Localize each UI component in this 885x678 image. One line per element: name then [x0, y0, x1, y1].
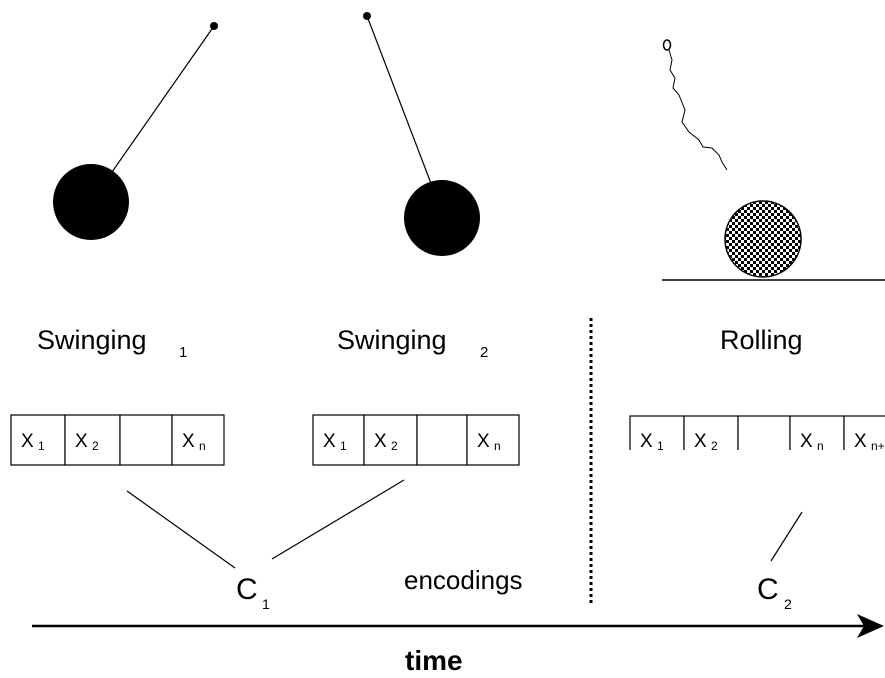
vector-cell-label: X — [182, 431, 195, 452]
rolling-scene — [662, 39, 885, 281]
vector-cell-label: X — [75, 431, 88, 452]
vector-cell — [683, 415, 739, 450]
vector-cell-label: X — [694, 431, 707, 452]
vector-cell — [312, 414, 365, 466]
c1-connector-right — [271, 479, 405, 560]
pendulum-1 — [53, 22, 218, 240]
vector-cell — [737, 415, 791, 450]
vector-cell-subscript: n — [817, 439, 824, 453]
vector-cell-subscript: 2 — [711, 439, 718, 453]
swinging-2-label: Swinging — [337, 325, 447, 355]
pendulum-2-string — [366, 15, 433, 187]
encodings-label: encodings — [404, 565, 523, 595]
swinging-2-subscript: 2 — [480, 344, 488, 361]
vector-cell — [416, 414, 468, 466]
c2-label: C — [757, 573, 779, 606]
vector-cell-subscript: 2 — [92, 439, 99, 453]
vector-cell — [171, 414, 225, 466]
vector-cell-subscript: 2 — [391, 439, 398, 453]
rolling-ball — [724, 200, 802, 278]
pendulum-1-bob — [53, 164, 129, 240]
pendulum-2 — [363, 12, 480, 256]
broken-pivot — [662, 39, 672, 51]
pendulum-1-pivot — [210, 22, 218, 30]
vector-cell-subscript: 1 — [38, 439, 45, 453]
vector-cell-subscript: n — [494, 439, 501, 453]
vector-cell-subscript: n — [199, 439, 206, 453]
c2-subscript: 2 — [784, 596, 792, 612]
vector-cell-label: X — [640, 431, 653, 452]
broken-string — [668, 49, 728, 171]
vector-cell — [789, 415, 845, 450]
rolling-label: Rolling — [720, 325, 803, 355]
vector-cell — [64, 414, 121, 466]
vector-cell — [119, 414, 173, 466]
vector-cell-label: X — [477, 431, 490, 452]
vector-cell — [843, 415, 885, 450]
vector-cell — [629, 415, 685, 450]
c1-connector-left — [126, 490, 236, 569]
vector-cell — [363, 414, 418, 466]
swinging-1-label: Swinging — [37, 325, 147, 355]
c2-connector — [770, 511, 803, 562]
pendulum-2-bob — [404, 180, 480, 256]
pendulum-2-pivot — [363, 12, 371, 20]
c1-subscript: 1 — [262, 596, 270, 612]
vector-cell-label: X — [323, 431, 336, 452]
vector-cell-label: X — [374, 431, 387, 452]
time-arrow-head — [857, 614, 884, 638]
vector-cell-label: X — [800, 431, 813, 452]
swinging-1-subscript: 1 — [179, 344, 187, 361]
vector-cell-subscript: 1 — [657, 439, 664, 453]
time-label: time — [405, 645, 463, 676]
vector-cell — [466, 414, 520, 466]
pendulum-1-string — [111, 25, 215, 173]
vector-cell-label: X — [21, 431, 34, 452]
vector-cell-label: X — [854, 431, 867, 452]
c1-label: C — [236, 573, 258, 606]
vector-cell-subscript: 1 — [340, 439, 347, 453]
vector-cell-subscript: n+1 — [871, 439, 885, 453]
